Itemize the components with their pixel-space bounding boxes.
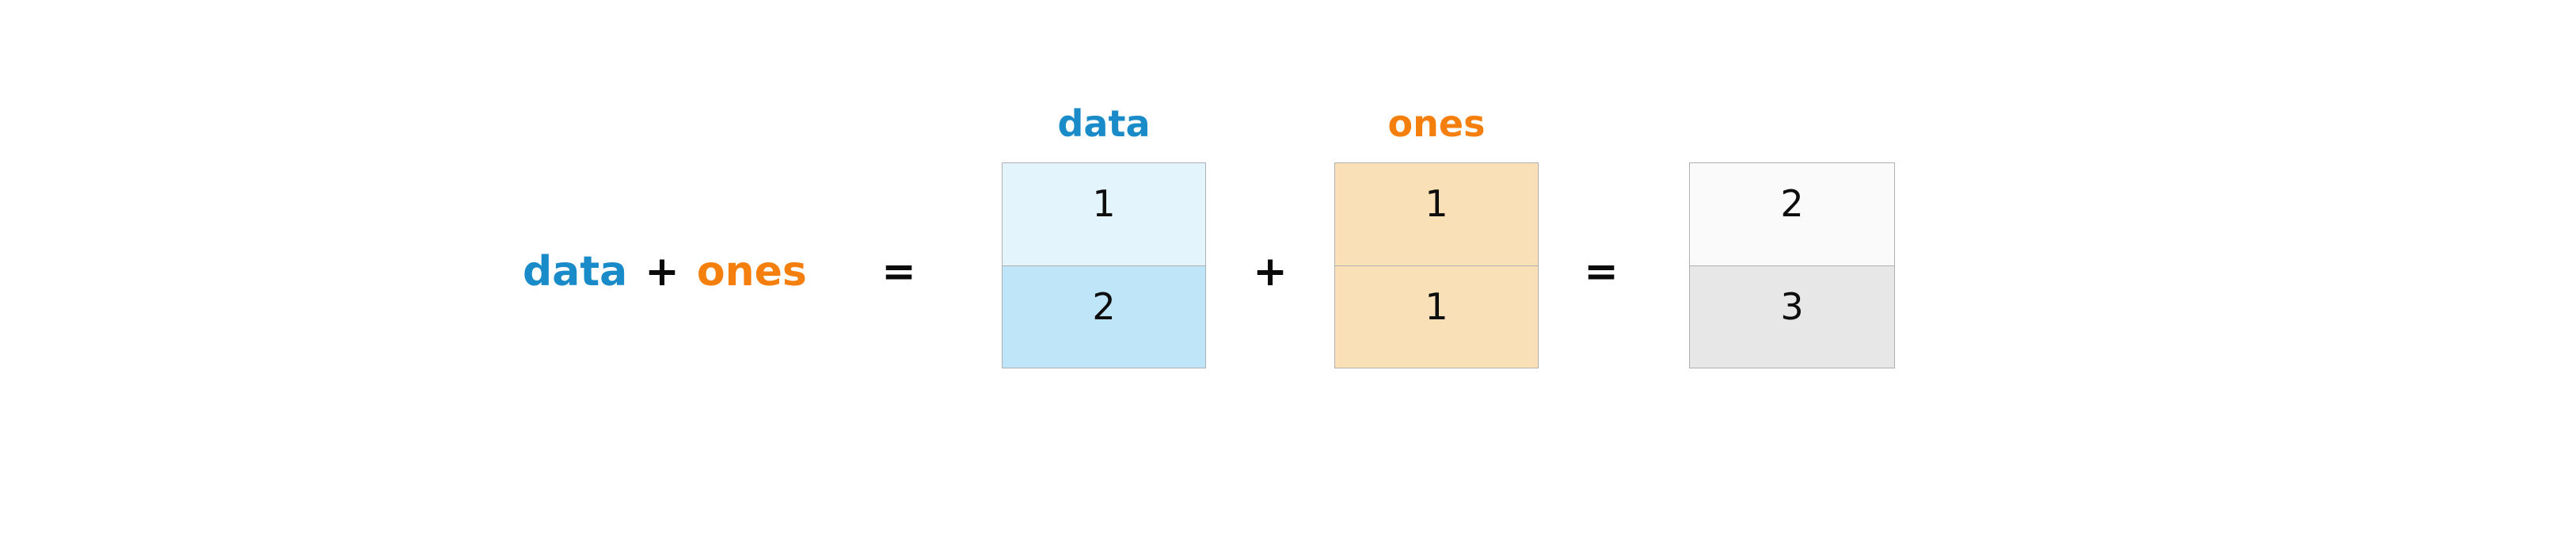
matrix-ones: 1 1 bbox=[1334, 162, 1539, 368]
matrix-cell-value: 1 bbox=[1092, 182, 1116, 226]
matrix-cell: 2 bbox=[1003, 265, 1205, 368]
expression-right-operand: ones bbox=[696, 248, 807, 296]
matrix-cell-value: 1 bbox=[1425, 284, 1448, 328]
expression-left-operand: data bbox=[523, 248, 628, 296]
matrix-cell-value: 2 bbox=[1780, 182, 1804, 226]
matrix-cell: 3 bbox=[1690, 265, 1894, 368]
matrix-result: 2 3 bbox=[1689, 162, 1895, 368]
matrix-cell: 1 bbox=[1335, 163, 1538, 265]
matrix-equals-operator: = bbox=[1584, 248, 1619, 296]
matrix-cell: 2 bbox=[1690, 163, 1894, 265]
matrix-label-data: data bbox=[1057, 102, 1151, 145]
matrix-cell: 1 bbox=[1335, 265, 1538, 368]
matrix-plus-operator: + bbox=[1253, 248, 1288, 296]
expression-equals-operator: = bbox=[881, 248, 916, 296]
matrix-data: 1 2 bbox=[1002, 162, 1206, 368]
expression-plus-operator: + bbox=[645, 248, 679, 296]
matrix-cell: 1 bbox=[1003, 163, 1205, 265]
matrix-label-ones: ones bbox=[1387, 102, 1486, 145]
symbolic-expression: data + ones bbox=[523, 251, 807, 292]
matrix-cell-value: 3 bbox=[1780, 284, 1804, 328]
matrix-cell-value: 2 bbox=[1092, 284, 1116, 328]
matrix-cell-value: 1 bbox=[1425, 182, 1448, 226]
